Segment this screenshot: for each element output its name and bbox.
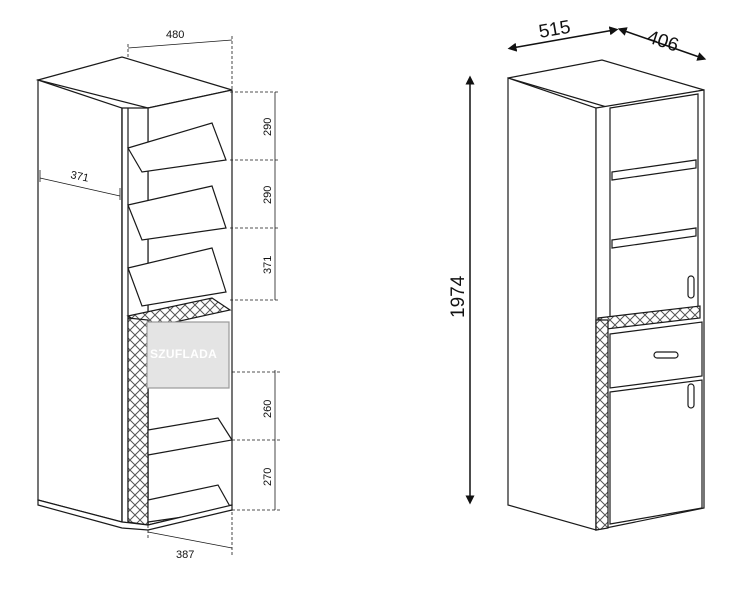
handles: [653, 275, 695, 409]
lower-door: [609, 379, 703, 525]
right-hatched-column: [595, 319, 609, 531]
dim-lower-gap-1: 260: [262, 400, 274, 418]
glass-door: [609, 93, 699, 319]
left-dimensions: [39, 36, 280, 555]
drawer-handle: [653, 351, 679, 359]
glass-shelf-2: [611, 227, 697, 249]
dim-lower-gap-2: 270: [262, 468, 274, 486]
right-side-panel: [507, 77, 597, 531]
drawer-box: [146, 321, 230, 389]
dim-depth: 406: [644, 27, 681, 57]
left-side-panel: [37, 79, 123, 523]
glass-shelf-1: [611, 159, 697, 181]
shelf-1: [127, 122, 227, 173]
glass-door-handle: [687, 275, 695, 299]
dim-bottom-width: 387: [176, 549, 194, 561]
dim-side-depth: 371: [69, 169, 89, 185]
door-handle: [687, 383, 695, 409]
right-cabinet: [507, 59, 705, 531]
drawer-frame: [127, 317, 149, 526]
dim-height: 1974: [448, 275, 469, 318]
left-cabinet: [35, 56, 233, 531]
drawer-label: SZUFLADA: [150, 347, 217, 361]
shelf-3: [127, 247, 227, 307]
dim-shelf-gap-3: 371: [262, 256, 274, 274]
dim-shelf-gap-1: 290: [262, 118, 274, 136]
dim-shelf-gap-2: 290: [262, 186, 274, 204]
shelf-2: [127, 185, 227, 241]
dim-top-width: 480: [166, 29, 184, 41]
right-dimensions: [507, 26, 707, 61]
